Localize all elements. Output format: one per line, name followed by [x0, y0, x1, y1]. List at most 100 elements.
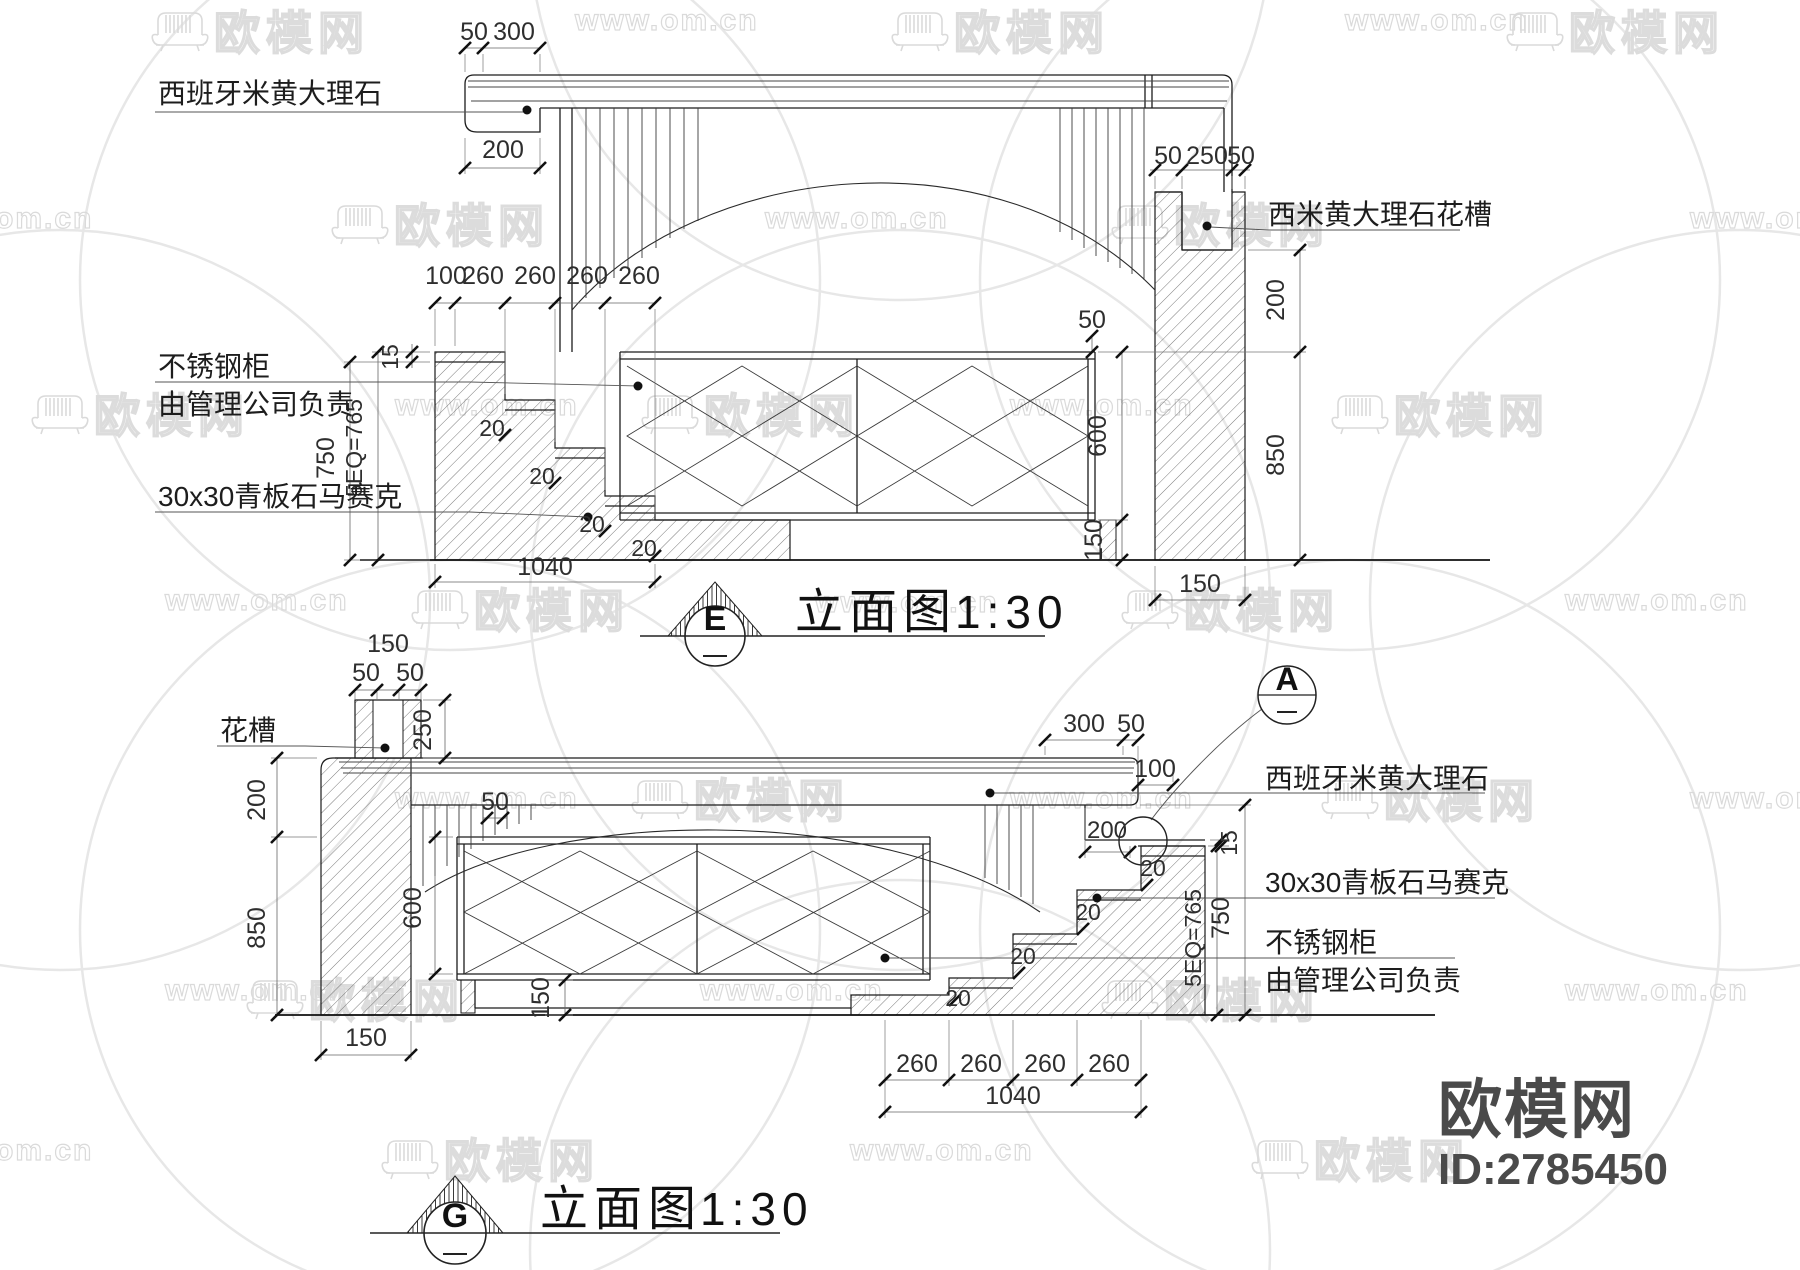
dim-260: 260: [618, 262, 660, 290]
watermark-site-short-text: om.cn: [0, 202, 93, 235]
dim-20: 20: [479, 415, 505, 441]
watermark-brand-text: 欧模网: [1394, 390, 1550, 442]
dim-750: 750: [312, 437, 340, 479]
dim-150: 150: [345, 1024, 387, 1052]
dim-260: 260: [566, 262, 608, 290]
marker-letter-E: E: [704, 600, 727, 638]
watermark-site-text: www.om.cn: [1689, 202, 1800, 235]
dim-20: 20: [945, 985, 971, 1011]
label-cabinet-1: 不锈钢柜: [158, 351, 270, 382]
dim-50: 50: [481, 788, 509, 816]
dim-300: 300: [1063, 710, 1105, 738]
dim-50: 50: [460, 18, 488, 46]
sofa-icon: [151, 12, 209, 52]
steps-hatch: [434, 351, 791, 561]
sofa-icon: [381, 1140, 439, 1180]
dim-750: 750: [1207, 897, 1235, 939]
label-cabinet-2: 由管理公司负责: [158, 389, 354, 420]
watermark-brand-text: 欧模网: [444, 1135, 600, 1187]
dim-20: 20: [579, 511, 605, 537]
watermark-site-text: www.om.cn: [394, 782, 579, 815]
watermark-site-text: www.om.cn: [1564, 584, 1749, 617]
watermark-brand-text: 欧模网: [954, 7, 1110, 59]
watermark-circle: [78, 0, 822, 652]
curved-front-arc: [571, 182, 1156, 311]
dim-lines: [349, 47, 1301, 601]
label-cabinet-1: 不锈钢柜: [1265, 927, 1377, 958]
dim-260: 260: [896, 1050, 938, 1078]
dim-260: 260: [960, 1050, 1002, 1078]
sofa-icon: [411, 590, 469, 630]
dim-600: 600: [1084, 415, 1112, 457]
leader-dots: [522, 105, 1212, 522]
leader-dots: [380, 743, 1102, 963]
watermark-site-text: www.om.cn: [764, 202, 949, 235]
sofa-icon: [331, 205, 389, 245]
detail-circle: [1118, 816, 1168, 866]
dim-250: 250: [409, 709, 437, 751]
dim-200: 200: [1262, 279, 1290, 321]
cabinet-diamond-panels: [463, 850, 931, 975]
cabinet-diamond-panels: [626, 365, 1089, 507]
dim-5eq: 5EQ=765: [341, 399, 367, 497]
dim-150: 150: [527, 977, 555, 1019]
watermark-site-text: www.om.cn: [164, 974, 349, 1007]
detail-leader: [1150, 708, 1263, 821]
watermark-site-text: www.om.cn: [164, 584, 349, 617]
dim-600: 600: [399, 887, 427, 929]
sofa-icon: [1331, 395, 1389, 435]
watermark-site-text: www.om.cn: [1344, 4, 1529, 37]
watermark-circle: [1368, 228, 1800, 972]
dim-260: 260: [1024, 1050, 1066, 1078]
watermark-brand-text: 欧模网: [694, 775, 850, 827]
site-logo: 欧模网 ID:2785450: [1438, 1078, 1668, 1192]
leader-lines: [217, 745, 1495, 959]
site-logo-brand: 欧模网: [1438, 1074, 1636, 1146]
view-scale: 1:30: [700, 1183, 814, 1235]
watermark-circle: [528, 878, 1272, 1270]
watermark-site-text: www.om.cn: [574, 4, 759, 37]
dim-300: 300: [493, 18, 535, 46]
dim-100: 100: [425, 262, 467, 290]
label-mosaic: 30x30青板石马赛克: [1265, 867, 1509, 898]
dim-150: 150: [1179, 570, 1221, 598]
dim-50: 50: [1227, 142, 1255, 170]
dim-850: 850: [243, 907, 271, 949]
dim-150: 150: [367, 630, 409, 658]
view-scale: 1:30: [955, 586, 1069, 638]
label-planter: 花槽: [220, 715, 276, 746]
view-title: 立面图: [540, 1183, 702, 1236]
dim-ticks: [343, 41, 1307, 607]
leader-lines: [155, 111, 1460, 518]
label-cabinet-2: 由管理公司负责: [1265, 965, 1461, 996]
watermark-brand-text: 欧模网: [94, 390, 250, 442]
toe-block-hatch: [460, 979, 476, 1014]
dim-20: 20: [1075, 899, 1101, 925]
view-title: 立面图: [795, 586, 957, 639]
watermark-brand-text: 欧模网: [704, 390, 860, 442]
dim-100: 100: [1134, 755, 1176, 783]
watermark-circle: [535, 0, 1265, 302]
watermark-brand-text: 欧模网: [1384, 775, 1540, 827]
watermark-circle: [978, 0, 1722, 652]
counter-outline: [435, 74, 1233, 521]
dim-50: 50: [352, 659, 380, 687]
dim-200: 200: [1087, 817, 1127, 844]
watermark-site-text: www.om.cn: [849, 1134, 1034, 1167]
dim-200: 200: [243, 779, 271, 821]
sofa-icon: [1251, 1140, 1309, 1180]
dim-20: 20: [631, 535, 657, 561]
dim-250: 250: [1186, 142, 1228, 170]
wall-hatch: [320, 757, 412, 1016]
dim-20: 20: [1010, 943, 1036, 969]
watermark-site-text: www.om.cn: [814, 586, 999, 619]
dim-20: 20: [529, 463, 555, 489]
dim-260: 260: [462, 262, 504, 290]
sofa-icon: [1121, 590, 1179, 630]
dim-15: 15: [377, 344, 403, 370]
dim-50: 50: [1154, 142, 1182, 170]
